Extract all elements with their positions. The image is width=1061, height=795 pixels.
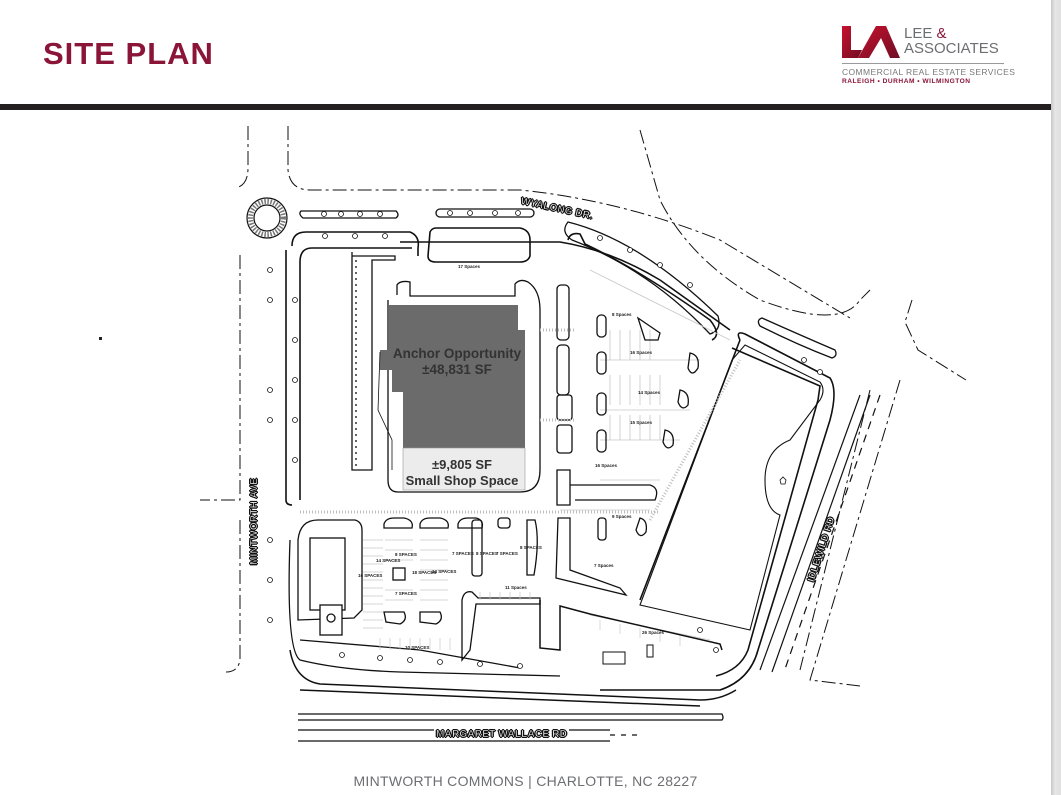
parking-label: 16 SPACES — [358, 573, 383, 578]
small-shop-label: ±9,805 SF Small Shop Space — [400, 457, 524, 489]
parking-label: 16 Spaces — [630, 350, 653, 355]
parking-label: 8 SPACES — [395, 552, 417, 557]
logo-divider — [842, 63, 1004, 64]
anchor-name: Anchor Opportunity — [392, 346, 522, 361]
parking-label: 7 Spaces — [594, 563, 614, 568]
east-lot-islands — [555, 284, 699, 597]
lee-associates-logo-icon — [842, 26, 900, 58]
parking-label: 18 SPACES — [412, 570, 437, 575]
small-shop-fill — [402, 447, 526, 491]
anchor-space-label: Anchor Opportunity ±48,831 SF — [392, 346, 522, 378]
parking-label: 14 Spaces — [638, 390, 661, 395]
parking-label: 15 Spaces — [630, 420, 653, 425]
road-label-margaret-wallace: MARGARET WALLACE RD — [434, 729, 570, 740]
footer-property-address: MINTWORTH COMMONS | CHARLOTTE, NC 28227 — [353, 773, 698, 789]
anchor-building-outline — [387, 279, 541, 493]
parking-label: 10 SPACES — [405, 645, 430, 650]
south-drive — [289, 600, 737, 707]
monument-sign — [602, 644, 654, 665]
west-building — [351, 252, 396, 471]
anchor-building-fill — [380, 305, 525, 448]
logo-tagline: COMMERCIAL REAL ESTATE SERVICES — [842, 67, 1016, 77]
parking-label: 11 Spaces — [505, 585, 527, 590]
page-title: SITE PLAN — [43, 36, 214, 71]
parking-label: 8 Spaces — [612, 312, 632, 317]
right-of-way-lines — [200, 126, 967, 687]
crosswalks — [300, 328, 742, 521]
parking-label: 8 SPACES — [476, 551, 498, 556]
header-divider-bar — [0, 104, 1051, 110]
parking-label: 14 SPACES — [432, 569, 457, 574]
lee-associates-logo: LEE & ASSOCIATES COMMERCIAL REAL ESTATE … — [840, 24, 1015, 89]
north-islands — [299, 208, 837, 359]
perimeter-drive — [285, 227, 835, 691]
parking-label: 17 Spaces — [458, 264, 481, 269]
parking-label: 7 SPACES — [496, 551, 518, 556]
tree-symbols — [267, 210, 823, 669]
parking-label: 7 SPACES — [395, 591, 417, 596]
roundabout — [246, 197, 288, 239]
logo-company-name: LEE & ASSOCIATES — [904, 25, 999, 57]
parking-label: 8 SPACES — [520, 545, 542, 550]
site-plan-drawing — [200, 126, 967, 742]
road-label-mintworth: MINTWORTH AVE — [249, 477, 261, 566]
page-edge-shadow — [1051, 0, 1061, 795]
idlewild-road — [759, 394, 881, 673]
east-pad — [639, 344, 824, 631]
parking-label: 14 SPACES — [376, 558, 401, 563]
parking-label: 7 SPACES — [452, 551, 474, 556]
east-parking-stalls — [560, 269, 731, 511]
parking-label: 9 Spaces — [612, 514, 632, 519]
small-shop-size: ±9,805 SF — [432, 457, 492, 472]
small-shop-name: Small Shop Space — [405, 473, 519, 488]
parking-label: 26 Spaces — [642, 630, 665, 635]
logo-cities: RALEIGH • DURHAM • WILMINGTON — [842, 78, 971, 85]
southwest-pad — [288, 519, 561, 677]
stray-mark — [99, 337, 102, 340]
anchor-size: ±48,831 SF — [422, 362, 492, 377]
parking-label: 16 Spaces — [595, 463, 618, 468]
south-lot-islands — [383, 517, 541, 662]
